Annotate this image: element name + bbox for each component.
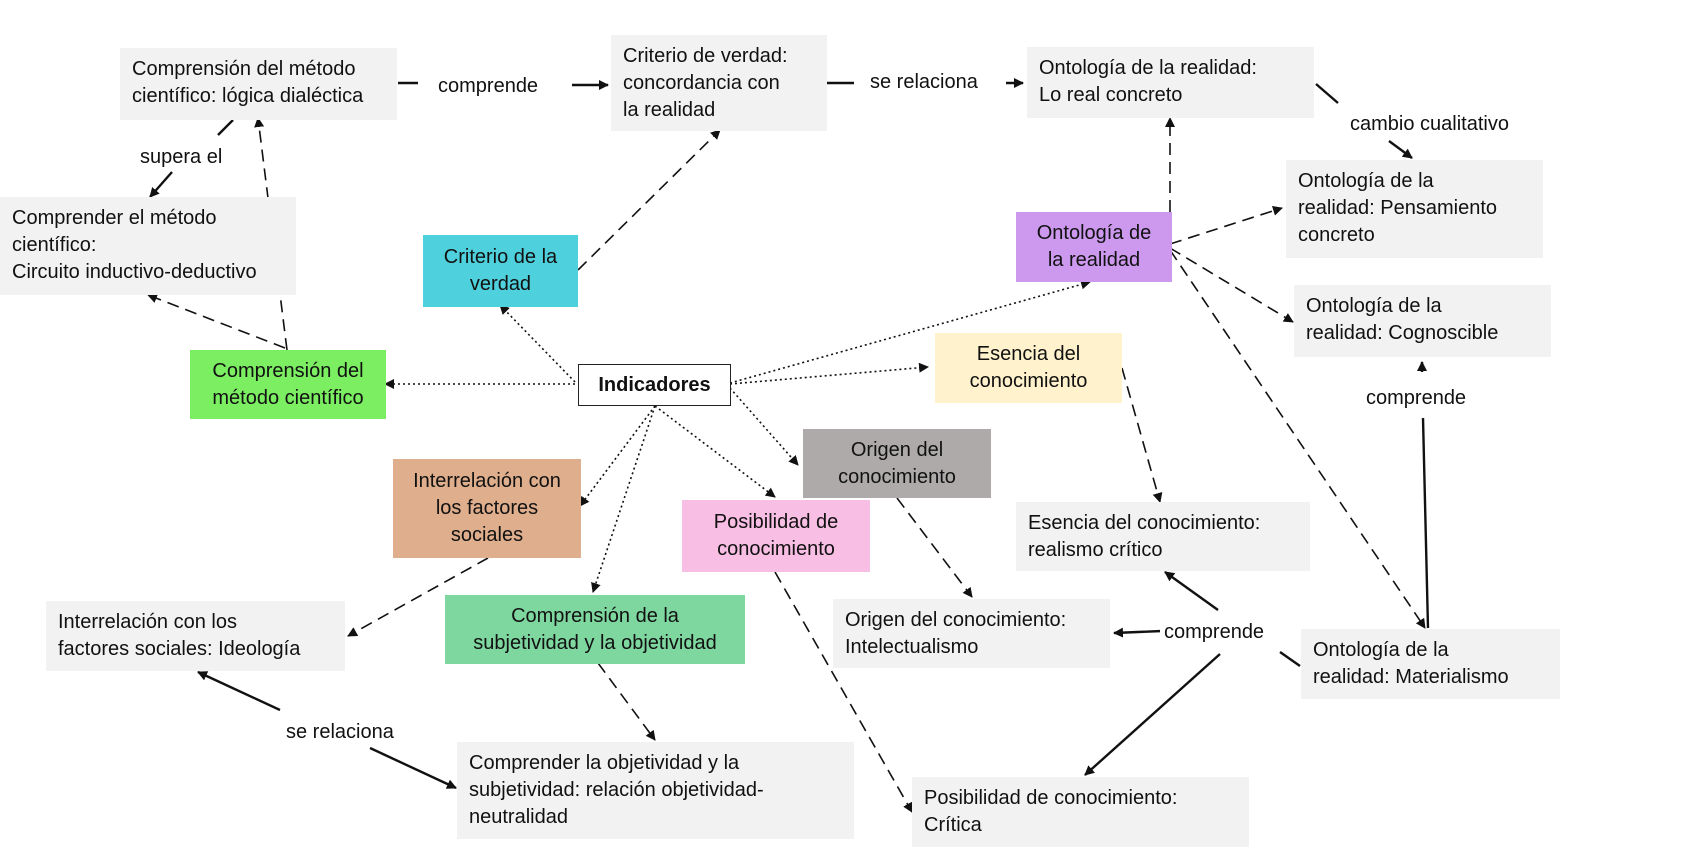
edge-root-criterio xyxy=(499,304,576,383)
edge-criterio-concordancia xyxy=(577,129,721,271)
edge-root-esencia xyxy=(729,362,929,385)
label-comprende-2: comprende xyxy=(1362,386,1471,410)
edge-root-ontologia xyxy=(729,279,1091,384)
root-indicadores[interactable]: Indicadores xyxy=(578,364,731,406)
category-origen[interactable]: Origen del conocimiento xyxy=(803,429,991,498)
detail-esencia-realismo[interactable]: Esencia del conocimiento: realismo críti… xyxy=(1016,502,1310,571)
detail-ontologia-cognoscible[interactable]: Ontología de la realidad: Cognoscible xyxy=(1294,285,1551,357)
edge-comprension-inductivo xyxy=(147,293,286,349)
label-supera-el: supera el xyxy=(136,145,227,169)
category-esencia[interactable]: Esencia del conocimiento xyxy=(935,333,1122,403)
edge-root-origen xyxy=(729,387,799,466)
edge-ontologia-cognoscible xyxy=(1169,247,1294,323)
label-comprende-1: comprende xyxy=(434,74,543,98)
detail-interrelacion-ideologia[interactable]: Interrelación con los factores sociales:… xyxy=(46,601,345,671)
edge-supera-b xyxy=(149,171,173,198)
detail-criterio-concordancia[interactable]: Criterio de verdad: concordancia con la … xyxy=(611,35,827,131)
edge-ontologia-pensamiento xyxy=(1169,205,1283,245)
detail-metodo-dialectica[interactable]: Comprensión del método científico: lógic… xyxy=(120,48,397,120)
category-comprension-metodo[interactable]: Comprensión del método científico xyxy=(190,350,386,419)
category-subjetividad[interactable]: Comprensión de la subjetividad y la obje… xyxy=(445,595,745,664)
edge-posibilidad-critica xyxy=(774,571,913,813)
category-interrelacion[interactable]: Interrelación con los factores sociales xyxy=(393,459,581,558)
label-cambio-cualitativo: cambio cualitativo xyxy=(1346,112,1513,136)
edge-root-posibilidad xyxy=(654,405,776,498)
detail-ontologia-materialismo[interactable]: Ontología de la realidad: Materialismo xyxy=(1301,629,1560,699)
category-criterio-verdad[interactable]: Criterio de la verdad xyxy=(423,235,578,307)
detail-metodo-inductivo[interactable]: Comprender el método científico: Circuit… xyxy=(0,197,296,295)
category-ontologia[interactable]: Ontología de la realidad xyxy=(1016,212,1172,282)
detail-ontologia-pensamiento[interactable]: Ontología de la realidad: Pensamiento co… xyxy=(1286,160,1543,258)
edge-comprende-3-materialismo xyxy=(1279,651,1301,667)
edge-origen-intelectualismo xyxy=(896,497,973,598)
label-comprende-3: comprende xyxy=(1160,620,1269,644)
edge-root-subjetividad xyxy=(591,405,656,593)
edge-comprende-3-realismo xyxy=(1164,571,1219,611)
label-se-relaciona-1: se relaciona xyxy=(866,70,982,94)
detail-origen-intelectualismo[interactable]: Origen del conocimiento: Intelectualismo xyxy=(833,599,1110,668)
detail-ontologia-real-concreto[interactable]: Ontología de la realidad: Lo real concre… xyxy=(1027,47,1314,118)
edge-supera-a xyxy=(217,119,234,136)
edge-serelaciona-2a xyxy=(197,670,281,712)
edge-cambio-b xyxy=(1388,140,1413,159)
edge-serelaciona-2b xyxy=(369,746,457,790)
edge-comprende-2b xyxy=(1421,417,1430,629)
edge-interrelacion-ideologia xyxy=(347,557,489,637)
edge-esencia-realismo xyxy=(1121,367,1163,503)
category-posibilidad[interactable]: Posibilidad de conocimiento xyxy=(682,500,870,572)
detail-posibilidad-critica[interactable]: Posibilidad de conocimiento: Crítica xyxy=(912,777,1249,847)
detail-subjetividad-neutralidad[interactable]: Comprender la objetividad y la subjetivi… xyxy=(457,742,854,839)
edge-cambio-a xyxy=(1315,83,1339,104)
label-se-relaciona-2: se relaciona xyxy=(282,720,398,744)
edge-root-interrelacion xyxy=(579,405,656,507)
edge-comprende-3-critica xyxy=(1084,653,1221,776)
edge-subjetividad-neutralidad xyxy=(597,662,656,741)
edge-comprende-3-intelectualismo xyxy=(1113,627,1163,638)
